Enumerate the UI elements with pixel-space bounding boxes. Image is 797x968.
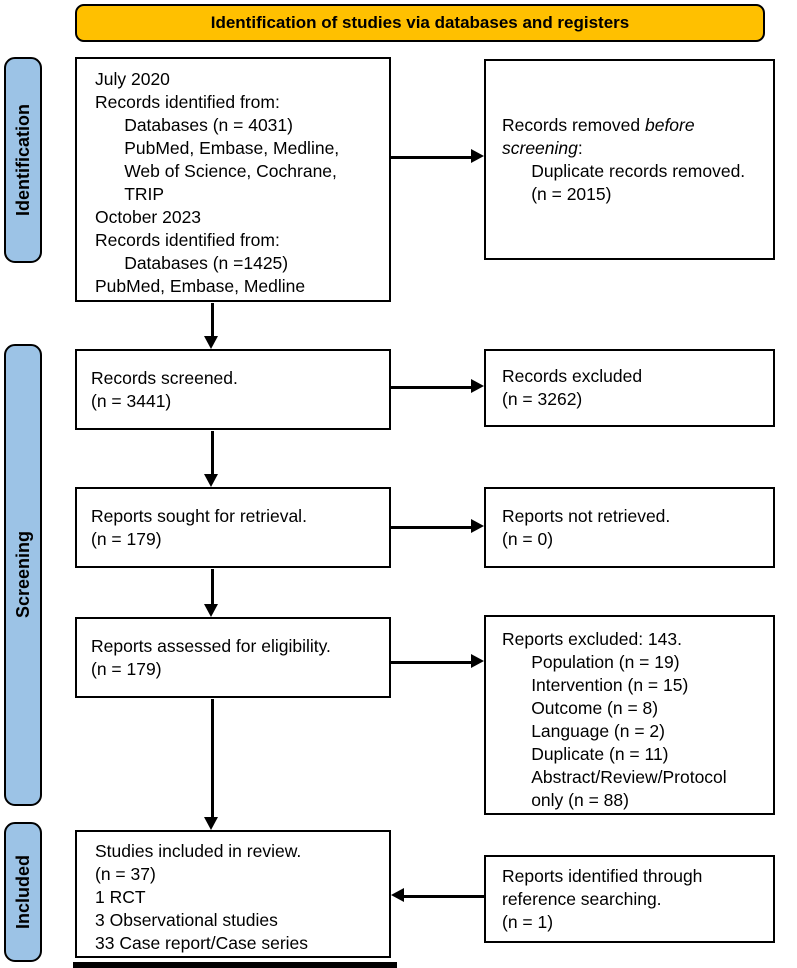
box-reports-reference-searching: Reports identified through reference sea… bbox=[484, 855, 775, 943]
box-records-screened: Records screened. (n = 3441) bbox=[75, 349, 391, 430]
stage-label-screening: Screening bbox=[12, 531, 33, 619]
box-records-removed-text: Records removed before screening: Duplic… bbox=[502, 114, 765, 206]
banner-identification-of-studies: Identification of studies via databases … bbox=[75, 4, 765, 42]
box-reports-sought: Reports sought for retrieval. (n = 179) bbox=[75, 487, 391, 568]
box-records-identified-text: July 2020 Records identified from: Datab… bbox=[95, 69, 340, 296]
box-records-identified: July 2020 Records identified from: Datab… bbox=[75, 57, 391, 302]
removed-prefix: Records removed bbox=[502, 114, 645, 135]
stage-label-included: Included bbox=[12, 854, 33, 929]
box-studies-included: Studies included in review. (n = 37) 1 R… bbox=[75, 830, 391, 958]
truncated-box-edge bbox=[73, 962, 397, 968]
box-studies-included-text: Studies included in review. (n = 37) 1 R… bbox=[95, 841, 309, 953]
box-records-excluded: Records excluded (n = 3262) bbox=[484, 349, 775, 427]
box-reports-reference-text: Reports identified through reference sea… bbox=[502, 865, 703, 932]
box-records-screened-text: Records screened. (n = 3441) bbox=[91, 367, 238, 411]
box-reports-assessed: Reports assessed for eligibility. (n = 1… bbox=[75, 617, 391, 698]
box-records-removed-before-screening: Records removed before screening: Duplic… bbox=[484, 59, 775, 260]
box-reports-not-retrieved: Reports not retrieved. (n = 0) bbox=[484, 487, 775, 568]
banner-title: Identification of studies via databases … bbox=[210, 13, 630, 32]
removed-suffix: : bbox=[577, 137, 583, 158]
box-reports-excluded-text: Reports excluded: 143. Population (n = 1… bbox=[502, 629, 727, 810]
box-reports-sought-text: Reports sought for retrieval. (n = 179) bbox=[91, 505, 307, 549]
box-records-excluded-text: Records excluded (n = 3262) bbox=[502, 366, 643, 409]
stage-label-identification: Identification bbox=[12, 104, 33, 216]
stage-tab-included: Included bbox=[4, 822, 42, 962]
box-reports-excluded-reasons: Reports excluded: 143. Population (n = 1… bbox=[484, 615, 775, 815]
removed-italic: before screening bbox=[502, 114, 700, 158]
removed-detail: Duplicate records removed. (n = 2015) bbox=[531, 160, 746, 204]
box-reports-assessed-text: Reports assessed for eligibility. (n = 1… bbox=[91, 635, 331, 679]
box-reports-not-retrieved-text: Reports not retrieved. (n = 0) bbox=[502, 505, 671, 549]
stage-tab-screening: Screening bbox=[4, 344, 42, 806]
stage-tab-identification: Identification bbox=[4, 57, 42, 263]
